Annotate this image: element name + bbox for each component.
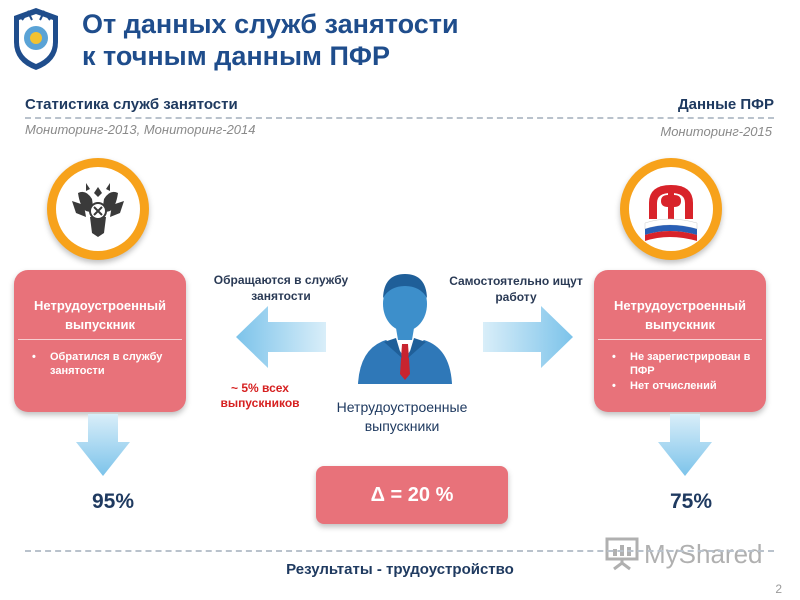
- left-arrow-label: Обращаются в службу занятости: [213, 273, 349, 303]
- arrow-down-icon: [658, 414, 712, 476]
- footer-text: Результаты - трудоустройство: [286, 561, 514, 578]
- top-divider: [25, 117, 774, 119]
- left-card-list: Обратился в службу занятости: [32, 350, 180, 379]
- right-card-separator: [598, 339, 762, 340]
- right-card-list: Не зарегистрирован в ПФР Нет отчислений: [612, 350, 760, 394]
- right-emblem-ring: [620, 158, 722, 260]
- left-section-heading: Статистика служб занятости: [25, 96, 238, 113]
- bottom-divider: [25, 550, 774, 552]
- right-card-title-line-1: Нетрудоустроенный: [614, 298, 746, 313]
- arrow-down-icon: [76, 414, 130, 476]
- watermark-text: MyShared: [644, 539, 763, 569]
- page-number: 2: [775, 582, 782, 596]
- delta-box: Δ = 20 %: [316, 466, 508, 524]
- list-item: Нет отчислений: [612, 379, 760, 393]
- businessman-icon: [358, 274, 452, 384]
- watermark: MyShared: [604, 535, 774, 571]
- arrow-left-icon: [236, 306, 326, 368]
- left-emblem-ring: [47, 158, 149, 260]
- left-card-title: Нетрудоустроенный выпускник: [14, 296, 186, 334]
- pfr-logo-icon: [644, 185, 698, 241]
- right-section-heading: Данные ПФР: [677, 96, 774, 113]
- ministry-emblem-icon: [14, 8, 58, 70]
- right-section-subheading: Мониторинг-2015: [660, 124, 772, 139]
- left-section-subheading: Мониторинг-2013, Мониторинг-2014: [25, 122, 256, 137]
- right-card-title: Нетрудоустроенный выпускник: [594, 296, 766, 334]
- arrow-right-icon: [483, 306, 573, 368]
- double-headed-eagle-icon: [72, 183, 124, 237]
- right-card-title-line-2: выпускник: [645, 317, 715, 332]
- list-item: Не зарегистрирован в ПФР: [612, 350, 760, 378]
- left-card-separator: [18, 339, 182, 340]
- list-item: Обратился в службу занятости: [32, 350, 180, 378]
- right-graduate-card: Нетрудоустроенный выпускник Не зарегистр…: [594, 270, 766, 412]
- share-note: ~ 5% всех выпускников: [220, 381, 300, 410]
- right-arrow-label: Самостоятельно ищут работу: [449, 274, 583, 304]
- left-graduate-card: Нетрудоустроенный выпускник Обратился в …: [14, 270, 186, 412]
- left-card-title-line-2: выпускник: [65, 317, 135, 332]
- page-title: От данных служб занятости к точным данны…: [82, 8, 459, 72]
- left-card-title-line-1: Нетрудоустроенный: [34, 298, 166, 313]
- left-result-percent: 95%: [91, 490, 135, 513]
- title-line-1: От данных служб занятости: [82, 9, 459, 39]
- center-caption: Нетрудоустроенные выпускники: [336, 399, 468, 434]
- title-line-2: к точным данным ПФР: [82, 41, 390, 71]
- right-result-percent: 75%: [669, 490, 713, 513]
